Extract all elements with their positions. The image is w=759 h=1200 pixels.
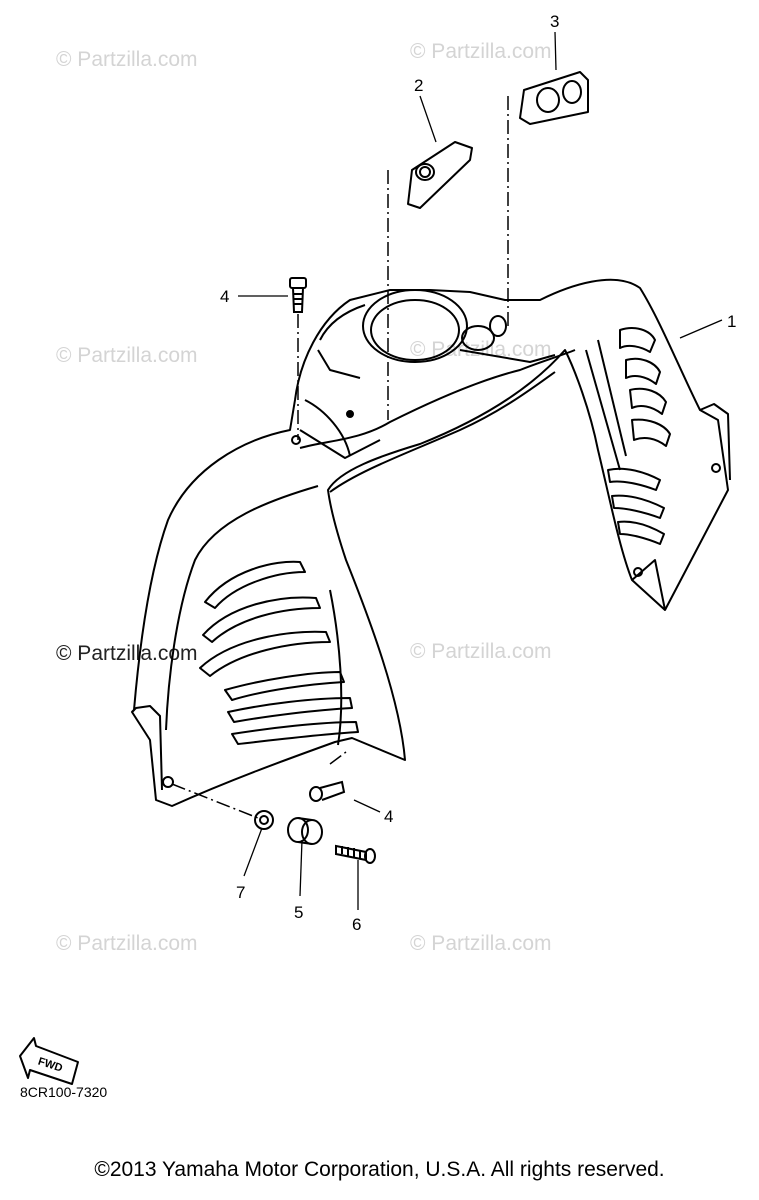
watermark: © Partzilla.com: [410, 40, 552, 63]
diagram-code: 8CR100-7320: [20, 1084, 108, 1100]
callout-3: 3: [550, 12, 559, 31]
watermark: © Partzilla.com: [56, 932, 198, 955]
plate-part-3: [519, 71, 589, 125]
inner-panel-part-1: [131, 278, 731, 807]
callout-5: 5: [294, 903, 303, 922]
callout-6: 6: [352, 915, 361, 934]
grommet-part-5: [287, 817, 323, 845]
watermark: © Partzilla.com: [410, 640, 552, 663]
callout-7: 7: [236, 883, 245, 902]
callout-1: 1: [727, 312, 736, 331]
bolt-part-6: [335, 844, 376, 864]
screw-part-4-lower: [309, 780, 346, 802]
callout-4-lower: 4: [384, 807, 393, 826]
callout-4-top: 4: [220, 287, 229, 306]
watermark: © Partzilla.com: [56, 344, 198, 367]
watermark: © Partzilla.com: [410, 932, 552, 955]
washer-part-7: [254, 810, 274, 830]
watermark: © Partzilla.com: [56, 642, 198, 665]
plate-part-2: [407, 141, 473, 209]
screw-part-4-top: [289, 277, 307, 313]
copyright-notice: ©2013 Yamaha Motor Corporation, U.S.A. A…: [94, 1158, 665, 1181]
watermark: © Partzilla.com: [56, 48, 198, 71]
callout-2: 2: [414, 76, 423, 95]
assembly-lines: [171, 96, 509, 819]
fwd-arrow-icon: FWD: [19, 1037, 79, 1085]
leader-lines: [238, 31, 723, 910]
